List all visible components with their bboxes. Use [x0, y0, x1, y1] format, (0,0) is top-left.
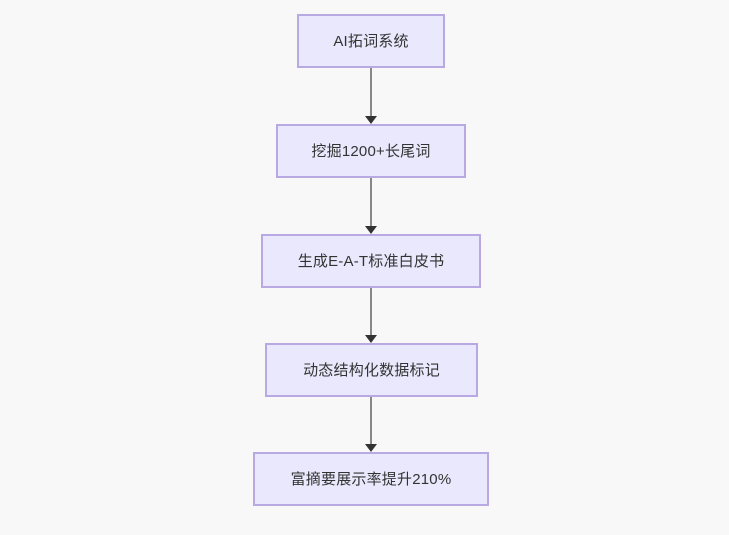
arrow-down-icon: [365, 116, 377, 124]
flow-node-ai-keyword-system[interactable]: AI拓词系统: [297, 14, 445, 68]
connector-line: [370, 397, 372, 445]
arrow-down-icon: [365, 226, 377, 234]
flow-node-label: AI拓词系统: [333, 32, 409, 50]
connector-line: [370, 68, 372, 117]
flow-connector-3: [364, 288, 378, 343]
arrow-down-icon: [365, 335, 377, 343]
flow-connector-2: [364, 178, 378, 234]
flow-node-mine-longtail-keywords[interactable]: 挖掘1200+长尾词: [276, 124, 466, 178]
connector-line: [370, 178, 372, 227]
flow-node-label: 生成E-A-T标准白皮书: [297, 252, 445, 270]
flow-node-label: 富摘要展示率提升210%: [290, 470, 452, 488]
flow-node-label: 动态结构化数据标记: [303, 361, 440, 379]
connector-line: [370, 288, 372, 336]
flow-connector-1: [364, 68, 378, 124]
flow-node-rich-snippet-impression-lift[interactable]: 富摘要展示率提升210%: [253, 452, 489, 506]
arrow-down-icon: [365, 444, 377, 452]
flow-node-label: 挖掘1200+长尾词: [311, 142, 431, 160]
flow-node-generate-eat-whitepaper[interactable]: 生成E-A-T标准白皮书: [261, 234, 481, 288]
flow-node-dynamic-structured-data-markup[interactable]: 动态结构化数据标记: [265, 343, 478, 397]
flow-connector-4: [364, 397, 378, 452]
